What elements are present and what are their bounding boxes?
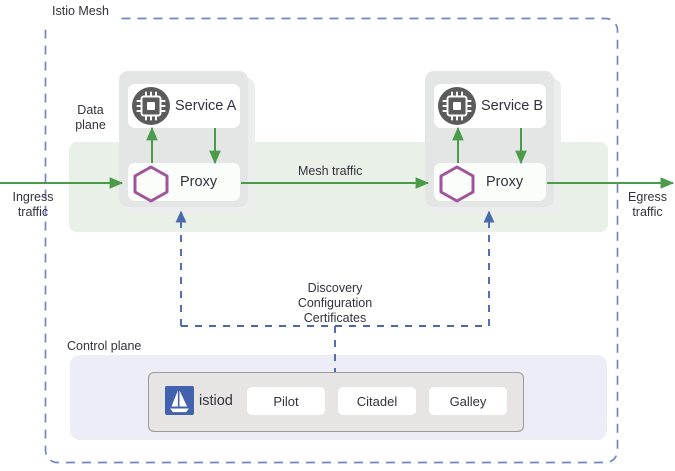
istio-mesh-label: Istio Mesh [52,4,109,18]
component-label-galley: Galley [449,394,487,409]
control-plane-label: Control plane [67,339,142,353]
component-box-2[interactable] [429,387,507,415]
component-box-0[interactable] [247,387,325,415]
istio-mesh-boundary [44,17,619,464]
component-box-1[interactable] [338,387,416,415]
egress-traffic-label: Egress traffic [628,190,667,219]
hexagon-icon-b [439,165,475,203]
hexagon-icon-a [133,165,169,203]
data-plane-label: Data plane [75,103,106,132]
sailboat-glyph [170,390,189,413]
istiod-label: istiod [199,393,233,409]
mesh-traffic-label: Mesh traffic [298,164,363,178]
cpu-chip-icon-b [442,91,472,121]
service-b-label: Service B [481,98,544,114]
cpu-chip-icon-a [136,91,166,121]
service-a-label: Service A [175,98,237,114]
discovery-configuration-certificates-label: Discovery Configuration Certificates [297,281,373,325]
proxy-a-label: Proxy [180,174,218,190]
proxy-b-label: Proxy [486,174,524,190]
component-label-citadel: Citadel [356,394,398,409]
component-label-pilot: Pilot [273,394,299,409]
ingress-traffic-label: Ingress traffic [12,190,54,219]
